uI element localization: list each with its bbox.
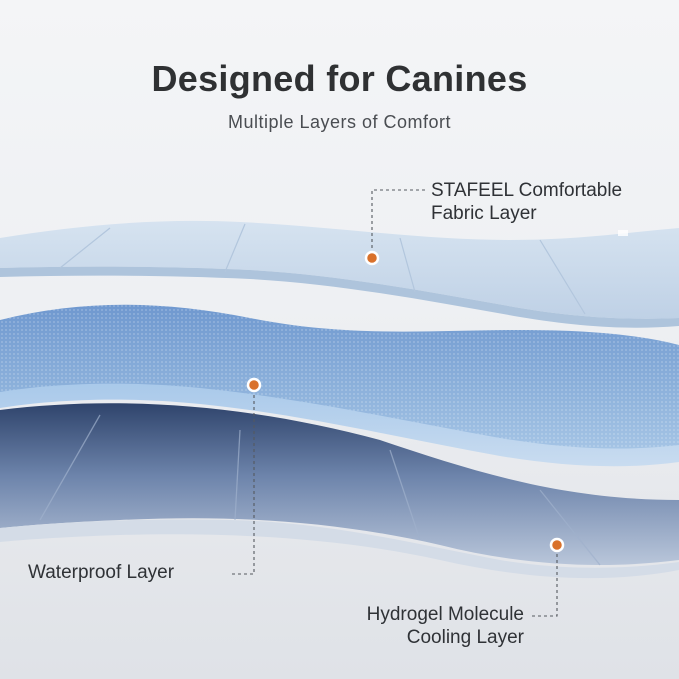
fabric-callout-line2: Fabric Layer xyxy=(431,203,537,224)
waterproof-layer-callout: Waterproof Layer xyxy=(28,561,174,584)
fabric-leader-line xyxy=(371,189,425,258)
hydrogel-callout-line1: Hydrogel Molecule xyxy=(366,604,524,625)
waterproof-layer xyxy=(0,403,679,579)
waterproof-leader-line xyxy=(232,385,255,575)
leader-lines xyxy=(232,189,558,617)
fabric-layer-callout: STAFEEL Comfortable Fabric Layer xyxy=(431,179,622,225)
waterproof-marker xyxy=(246,377,262,393)
fabric-callout-line1: STAFEEL Comfortable xyxy=(431,180,623,201)
fabric-layer xyxy=(0,220,679,328)
hydrogel-layer xyxy=(0,304,679,467)
fabric-marker xyxy=(364,250,380,266)
hydrogel-marker xyxy=(549,537,565,553)
hydrogel-layer-callout: Hydrogel Molecule Cooling Layer xyxy=(332,603,524,649)
page-title: Designed for Canines xyxy=(151,58,528,99)
waterproof-callout-line1: Waterproof Layer xyxy=(28,562,175,583)
hydrogel-leader-line xyxy=(532,545,558,617)
hydrogel-callout-line2: Cooling Layer xyxy=(406,627,524,648)
markers xyxy=(246,250,565,553)
page-subtitle: Multiple Layers of Comfort xyxy=(227,112,452,132)
